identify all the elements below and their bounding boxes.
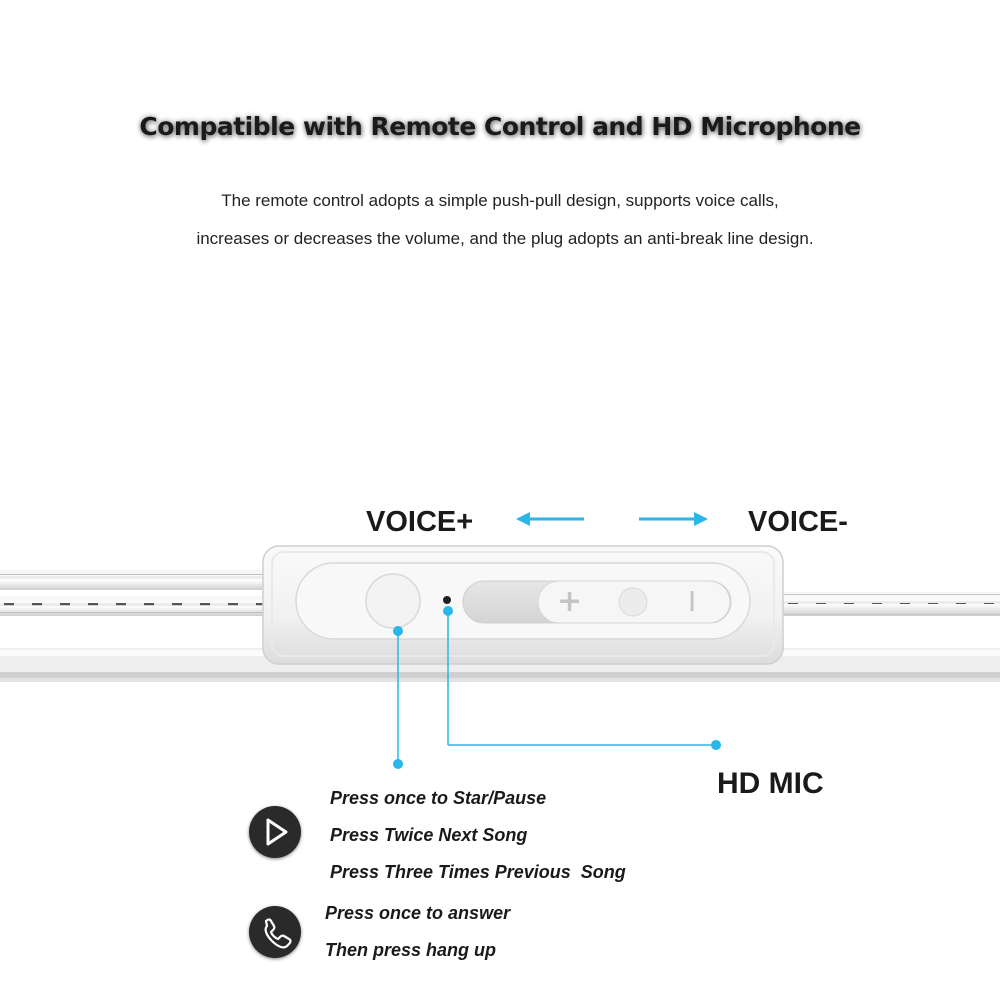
play-instruction-2: Press Twice Next Song <box>330 825 528 845</box>
play-instruction-3: Press Three Times Previous Song <box>330 862 626 882</box>
multifunction-button[interactable] <box>365 573 421 629</box>
call-instruction-2: Then press hang up <box>325 940 497 960</box>
page-title: Compatible with Remote Control and HD Mi… <box>139 112 861 141</box>
mic-hole <box>443 596 451 604</box>
description-line-2: increases or decreases the volume, and t… <box>196 229 814 248</box>
play-icon <box>249 806 301 858</box>
left-cables <box>0 570 270 616</box>
slider-plus-label: + <box>557 584 583 619</box>
call-instruction-1: Press once to answer <box>325 903 511 923</box>
right-cable <box>780 592 1000 616</box>
slider-minus-label: I <box>688 585 697 618</box>
volume-slider[interactable] <box>462 580 732 624</box>
slider-knob[interactable] <box>618 587 648 617</box>
voice-minus-label: VOICE- <box>748 506 848 538</box>
description-line-1: The remote control adopts a simple push-… <box>221 191 779 210</box>
voice-plus-label: VOICE+ <box>366 506 474 538</box>
play-instruction-1: Press once to Star/Pause <box>330 788 547 808</box>
phone-icon <box>249 906 301 958</box>
voice-arrows <box>516 512 708 526</box>
hd-mic-label: HD MIC <box>717 767 824 800</box>
pointer-lines <box>393 606 721 769</box>
